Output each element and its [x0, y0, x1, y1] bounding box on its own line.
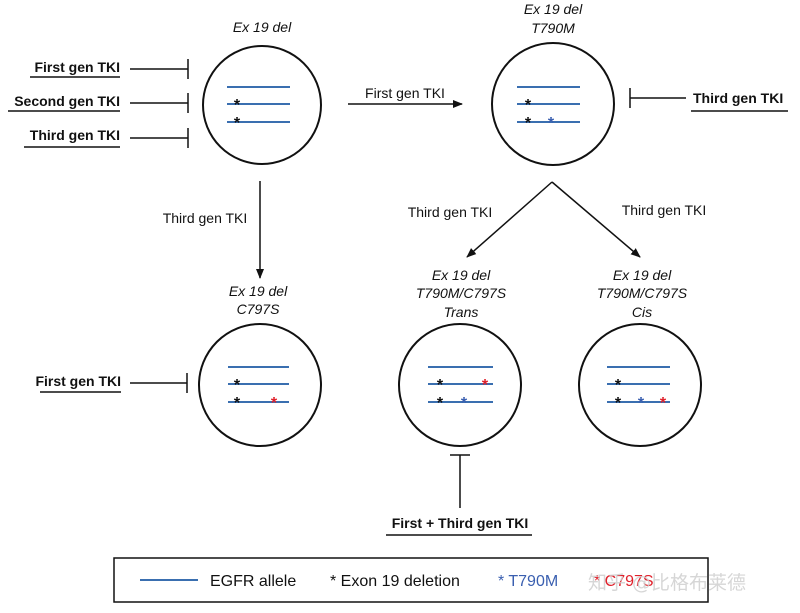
node-trans-title-1: Ex 19 del — [432, 267, 491, 283]
arrow-label: First gen TKI — [365, 85, 445, 101]
legend-exon19-label: * Exon 19 deletion — [330, 573, 460, 590]
inhibitor-ex19-second: Second gen TKI — [8, 93, 189, 113]
node-c797s-title-2: C797S — [237, 301, 280, 317]
legend-allele-label: EGFR allele — [210, 573, 296, 590]
exon19-star: * — [437, 395, 444, 412]
node-trans-title-3: Trans — [444, 304, 479, 320]
exon19-star: * — [234, 377, 241, 394]
arrow-label: Third gen TKI — [408, 204, 493, 220]
node-cis-title-2: T790M/C797S — [597, 285, 688, 301]
t790m-star: * — [638, 395, 645, 412]
exon19-star: * — [525, 115, 532, 132]
cell-circle — [198, 323, 322, 447]
node-t790m: Ex 19 del T790M * * * — [491, 1, 615, 166]
node-t790m-title-1: Ex 19 del — [524, 1, 583, 17]
inhibitor-label: Second gen TKI — [14, 93, 120, 109]
node-c797s: Ex 19 del C797S * * * — [198, 283, 322, 447]
exon19-star: * — [437, 377, 444, 394]
arrow-label: Third gen TKI — [622, 202, 707, 218]
inhibitor-ex19-first: First gen TKI — [30, 59, 189, 79]
node-ex19-del-title: Ex 19 del — [233, 19, 292, 35]
c797s-star: * — [271, 395, 278, 412]
inhibitor-t790m-third: Third gen TKI — [629, 88, 788, 112]
arrow-ex19-to-c797s: Third gen TKI — [163, 181, 264, 279]
legend-t790m-label: * T790M — [498, 573, 558, 590]
arrow-line — [551, 181, 641, 258]
exon19-star: * — [234, 115, 241, 132]
legend-box — [113, 557, 709, 603]
exon19-star: * — [525, 97, 532, 114]
inhibitor-ex19-third: Third gen TKI — [24, 127, 189, 148]
node-trans: Ex 19 del T790M/C797S Trans * * * * — [398, 267, 522, 447]
node-trans-title-2: T790M/C797S — [416, 285, 507, 301]
inhibitor-label: Third gen TKI — [30, 127, 120, 143]
t790m-star: * — [548, 115, 555, 132]
node-c797s-title-1: Ex 19 del — [229, 283, 288, 299]
node-ex19-del: Ex 19 del * * — [202, 19, 322, 165]
exon19-star: * — [234, 97, 241, 114]
exon19-star: * — [615, 395, 622, 412]
arrow-label: Third gen TKI — [163, 210, 248, 226]
legend-c797s-label: * C797S — [594, 573, 654, 590]
inhibitor-label: First gen TKI — [34, 59, 120, 75]
cell-circle — [578, 323, 702, 447]
arrow-ex19-to-t790m: First gen TKI — [348, 85, 463, 108]
node-cis-title-1: Ex 19 del — [613, 267, 672, 283]
c797s-star: * — [660, 395, 667, 412]
arrow-t790m-to-trans: Third gen TKI — [408, 181, 553, 258]
cell-circle — [398, 323, 522, 447]
arrow-line — [466, 181, 553, 258]
inhibitor-trans-combo: First + Third gen TKI — [386, 454, 532, 536]
watermark-text: 知乎 @比格布莱德 — [588, 572, 746, 594]
inhibitor-label: First gen TKI — [35, 373, 121, 389]
exon19-star: * — [615, 377, 622, 394]
cell-circle — [491, 42, 615, 166]
node-cis: Ex 19 del T790M/C797S Cis * * * * — [578, 267, 702, 447]
legend: EGFR allele * Exon 19 deletion * T790M *… — [113, 557, 709, 603]
inhibitor-c797s-first: First gen TKI — [35, 373, 188, 393]
node-cis-title-3: Cis — [632, 304, 652, 320]
inhibitor-label: First + Third gen TKI — [392, 515, 529, 531]
t790m-star: * — [461, 395, 468, 412]
exon19-star: * — [234, 395, 241, 412]
inhibitor-label: Third gen TKI — [693, 90, 783, 106]
c797s-star: * — [482, 377, 489, 394]
arrow-t790m-to-cis: Third gen TKI — [551, 181, 707, 258]
node-t790m-title-2: T790M — [531, 20, 575, 36]
cell-circle — [202, 45, 322, 165]
